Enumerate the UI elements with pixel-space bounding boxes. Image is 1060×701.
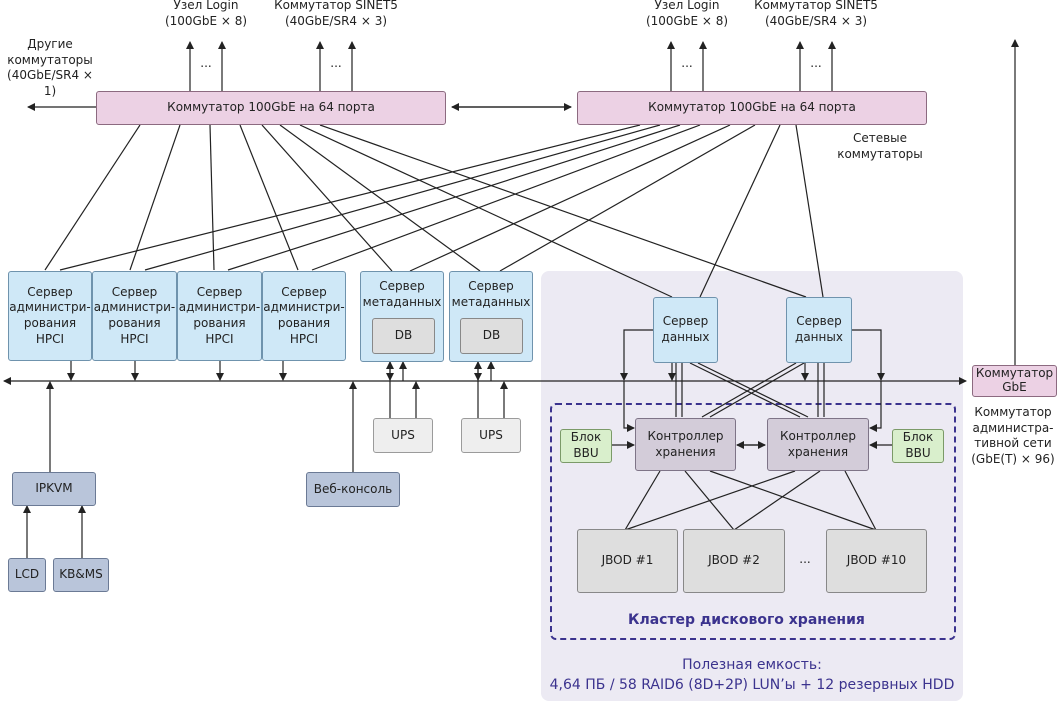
capacity-line-1: Полезная емкость: <box>682 657 822 673</box>
db-box-2[interactable]: DB <box>460 318 523 354</box>
ellipsis-a: ... <box>200 56 212 70</box>
hpci-admin-server-2[interactable]: Сервер администри- рования HPCI <box>92 271 177 361</box>
jbod-10[interactable]: JBOD #10 <box>826 529 927 593</box>
switch-100gbe-left[interactable]: Коммутатор 100GbE на 64 порта <box>96 91 446 125</box>
hpci-admin-server-4[interactable]: Сервер администри- рования HPCI <box>262 271 346 361</box>
metadata-server-label: Сервер метаданных <box>451 279 531 309</box>
network-switches-caption: Сетевые коммутаторы <box>837 131 923 161</box>
jbod-2[interactable]: JBOD #2 <box>683 529 785 593</box>
switch-100gbe-right[interactable]: Коммутатор 100GbE на 64 порта <box>577 91 927 125</box>
jbod-ellipsis: ... <box>799 552 811 566</box>
sinet-switch-label-b: Коммутатор SINET5 (40GbE/SR4 × 3) <box>754 0 878 28</box>
db-box-1[interactable]: DB <box>372 318 435 354</box>
bbu-box-1[interactable]: Блок BBU <box>560 429 612 463</box>
ellipsis-b: ... <box>330 56 342 70</box>
ellipsis-d: ... <box>810 56 822 70</box>
gbe-switch[interactable]: Коммутатор GbE <box>972 365 1057 397</box>
jbod-1[interactable]: JBOD #1 <box>577 529 678 593</box>
hpci-admin-server-3[interactable]: Сервер администри- рования HPCI <box>177 271 262 361</box>
hpci-admin-server-1[interactable]: Сервер администри- рования HPCI <box>8 271 92 361</box>
kbms-box[interactable]: KB&MS <box>53 558 109 592</box>
disk-cluster-title: Кластер дискового хранения <box>628 612 865 628</box>
sinet-switch-label-a: Коммутатор SINET5 (40GbE/SR4 × 3) <box>274 0 398 28</box>
ellipsis-c: ... <box>681 56 693 70</box>
other-switches-label: Другие коммутаторы (40GbE/SR4 × 1) <box>7 37 93 98</box>
disk-cluster-frame <box>550 403 956 640</box>
lcd-box[interactable]: LCD <box>8 558 46 592</box>
ipkvm-box[interactable]: IPKVM <box>12 472 96 506</box>
capacity-line-2: 4,64 ПБ / 58 RAID6 (8D+2P) LUN’ы + 12 ре… <box>549 677 955 693</box>
data-server-1[interactable]: Сервер данных <box>653 297 718 363</box>
ups-box-1[interactable]: UPS <box>373 418 433 453</box>
login-node-label-a: Узел Login (100GbE × 8) <box>164 0 248 28</box>
storage-controller-2[interactable]: Контроллер хранения <box>767 418 869 471</box>
login-node-label-b: Узел Login (100GbE × 8) <box>645 0 729 28</box>
gbe-switch-caption: Коммутатор администра- тивной сети (GbE(… <box>971 405 1055 466</box>
data-server-2[interactable]: Сервер данных <box>786 297 852 363</box>
metadata-server-label: Сервер метаданных <box>362 279 442 309</box>
web-console-box[interactable]: Веб-консоль <box>306 472 400 507</box>
bbu-box-2[interactable]: Блок BBU <box>892 429 944 463</box>
storage-controller-1[interactable]: Контроллер хранения <box>635 418 736 471</box>
ups-box-2[interactable]: UPS <box>461 418 521 453</box>
